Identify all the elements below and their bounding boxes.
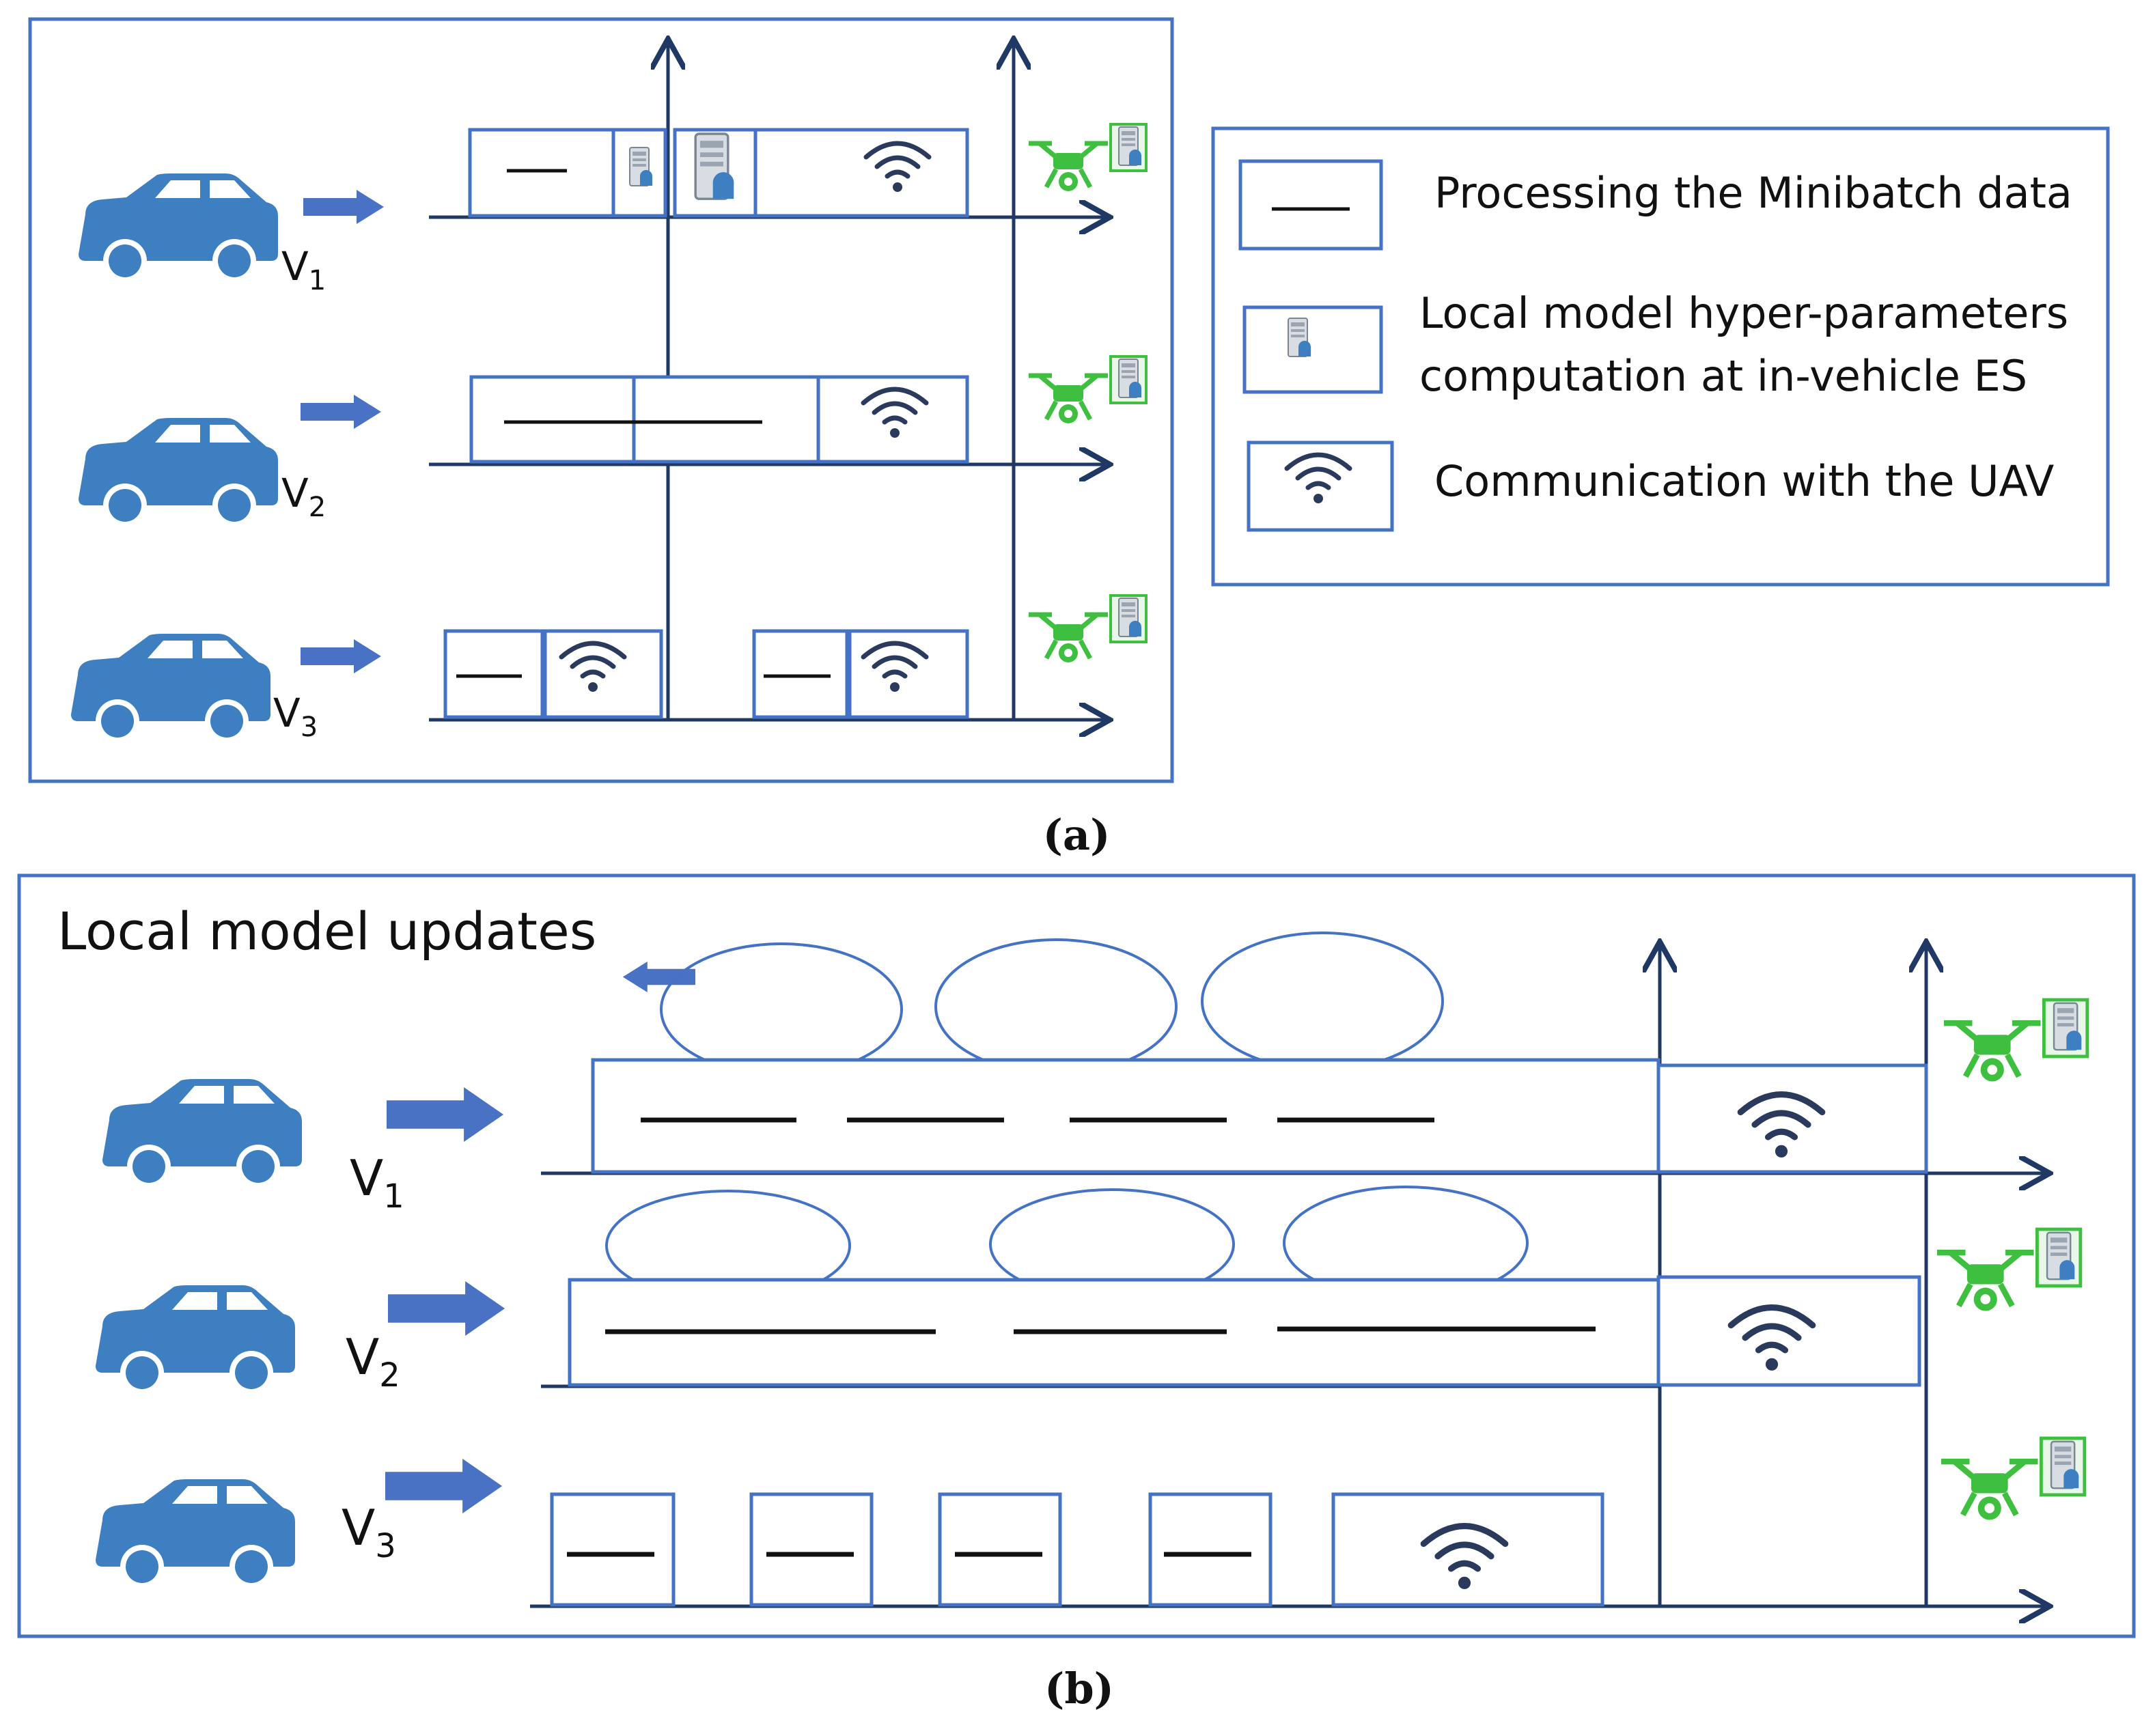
legend-communication-label: Communication with the UAV	[1434, 456, 2054, 506]
uav-drone-icon	[1941, 1438, 2085, 1520]
minibatch-block	[938, 1492, 1062, 1607]
arrow-right-icon	[388, 1281, 505, 1336]
panel-a-frame	[28, 17, 1174, 783]
minibatch-block	[468, 128, 615, 218]
minibatch-block	[591, 1058, 1660, 1174]
car-icon	[71, 634, 270, 743]
v3-label-b: V3	[342, 1499, 396, 1565]
wifi-icon	[1287, 455, 1350, 503]
minibatch-block	[1148, 1492, 1273, 1607]
communication-block	[753, 128, 969, 218]
uav-drone-icon	[1944, 1000, 2087, 1082]
panel-b-title: Local model updates	[57, 901, 596, 962]
legend-minibatch-swatch	[1238, 159, 1383, 251]
uav-drone-icon	[1937, 1229, 2081, 1311]
arrow-right-icon	[301, 395, 381, 429]
uav-drone-icon	[1029, 596, 1146, 662]
legend-computation-label-line1: Local model hyper-parameters	[1419, 288, 2068, 338]
car-icon	[96, 1479, 295, 1588]
communication-block	[1331, 1492, 1604, 1607]
minibatch-block	[632, 375, 820, 464]
v1-label-b: V1	[350, 1149, 404, 1216]
arrow-right-icon	[387, 1087, 504, 1142]
minibatch-block	[550, 1492, 676, 1607]
caption-b: (b)	[1044, 1664, 1114, 1713]
communication-block	[1656, 1063, 1928, 1174]
caption-a: (a)	[1043, 810, 1111, 860]
v2-label-b: V2	[346, 1328, 400, 1395]
car-icon	[102, 1079, 302, 1188]
minibatch-block	[469, 375, 636, 464]
local-update-loop	[934, 938, 1178, 1075]
v1-label: V1	[281, 243, 326, 296]
arrow-right-icon	[385, 1459, 503, 1513]
legend-computation-label-line2: computation at in-vehicle ES	[1419, 351, 2027, 401]
legend-communication-swatch	[1247, 440, 1394, 532]
minibatch-block	[749, 1492, 874, 1607]
uav-drone-icon	[1029, 356, 1146, 423]
v3-label: V3	[273, 690, 318, 743]
local-update-loop	[1201, 932, 1444, 1071]
legend-box	[1211, 126, 2110, 587]
server-icon	[1288, 318, 1311, 357]
local-update-loop	[660, 942, 903, 1076]
minibatch-block	[443, 629, 544, 719]
car-icon	[79, 418, 278, 527]
arrow-left-icon	[622, 962, 695, 992]
arrow-right-icon	[303, 190, 384, 224]
car-icon	[79, 173, 278, 283]
arrow-right-icon	[301, 639, 381, 673]
legend-minibatch-label: Processing the Minibatch data	[1434, 168, 2072, 218]
legend-computation-swatch	[1242, 305, 1383, 394]
panel-b-frame	[17, 873, 2136, 1638]
server-icon	[629, 147, 653, 186]
v2-label: V2	[281, 470, 326, 523]
car-icon	[96, 1285, 295, 1395]
server-icon	[694, 132, 736, 200]
minibatch-block	[752, 629, 849, 719]
uav-drone-icon	[1029, 124, 1146, 191]
